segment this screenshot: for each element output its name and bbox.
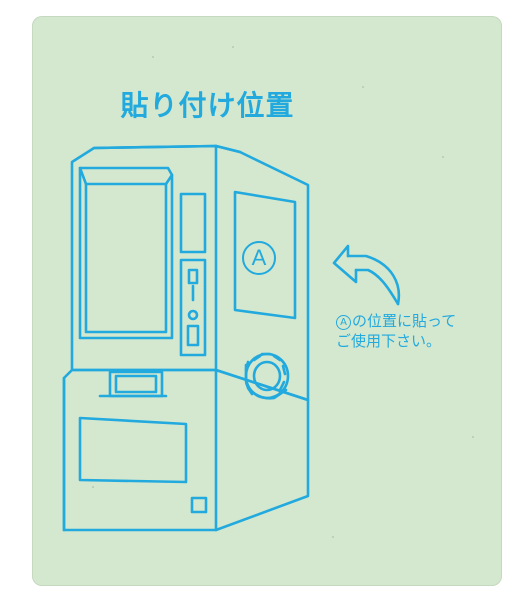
instruction-line-2: ご使用下さい。	[336, 332, 442, 350]
sticker-area	[233, 190, 297, 320]
lower-panel	[78, 416, 188, 484]
instruction-card	[32, 16, 502, 586]
curved-arrow-icon	[346, 254, 401, 306]
bill-slot	[179, 192, 207, 254]
coin-panel	[179, 258, 207, 357]
corner-square	[190, 496, 208, 514]
machine-front-upper	[70, 144, 218, 372]
circled-a-marker: A	[242, 241, 276, 275]
display-screen	[84, 182, 168, 334]
page-title: 貼り付け位置	[120, 89, 295, 122]
knob	[244, 352, 290, 400]
display-frame	[78, 166, 174, 340]
circled-a-icon: A	[336, 315, 351, 330]
machine-side-lower	[214, 368, 310, 532]
